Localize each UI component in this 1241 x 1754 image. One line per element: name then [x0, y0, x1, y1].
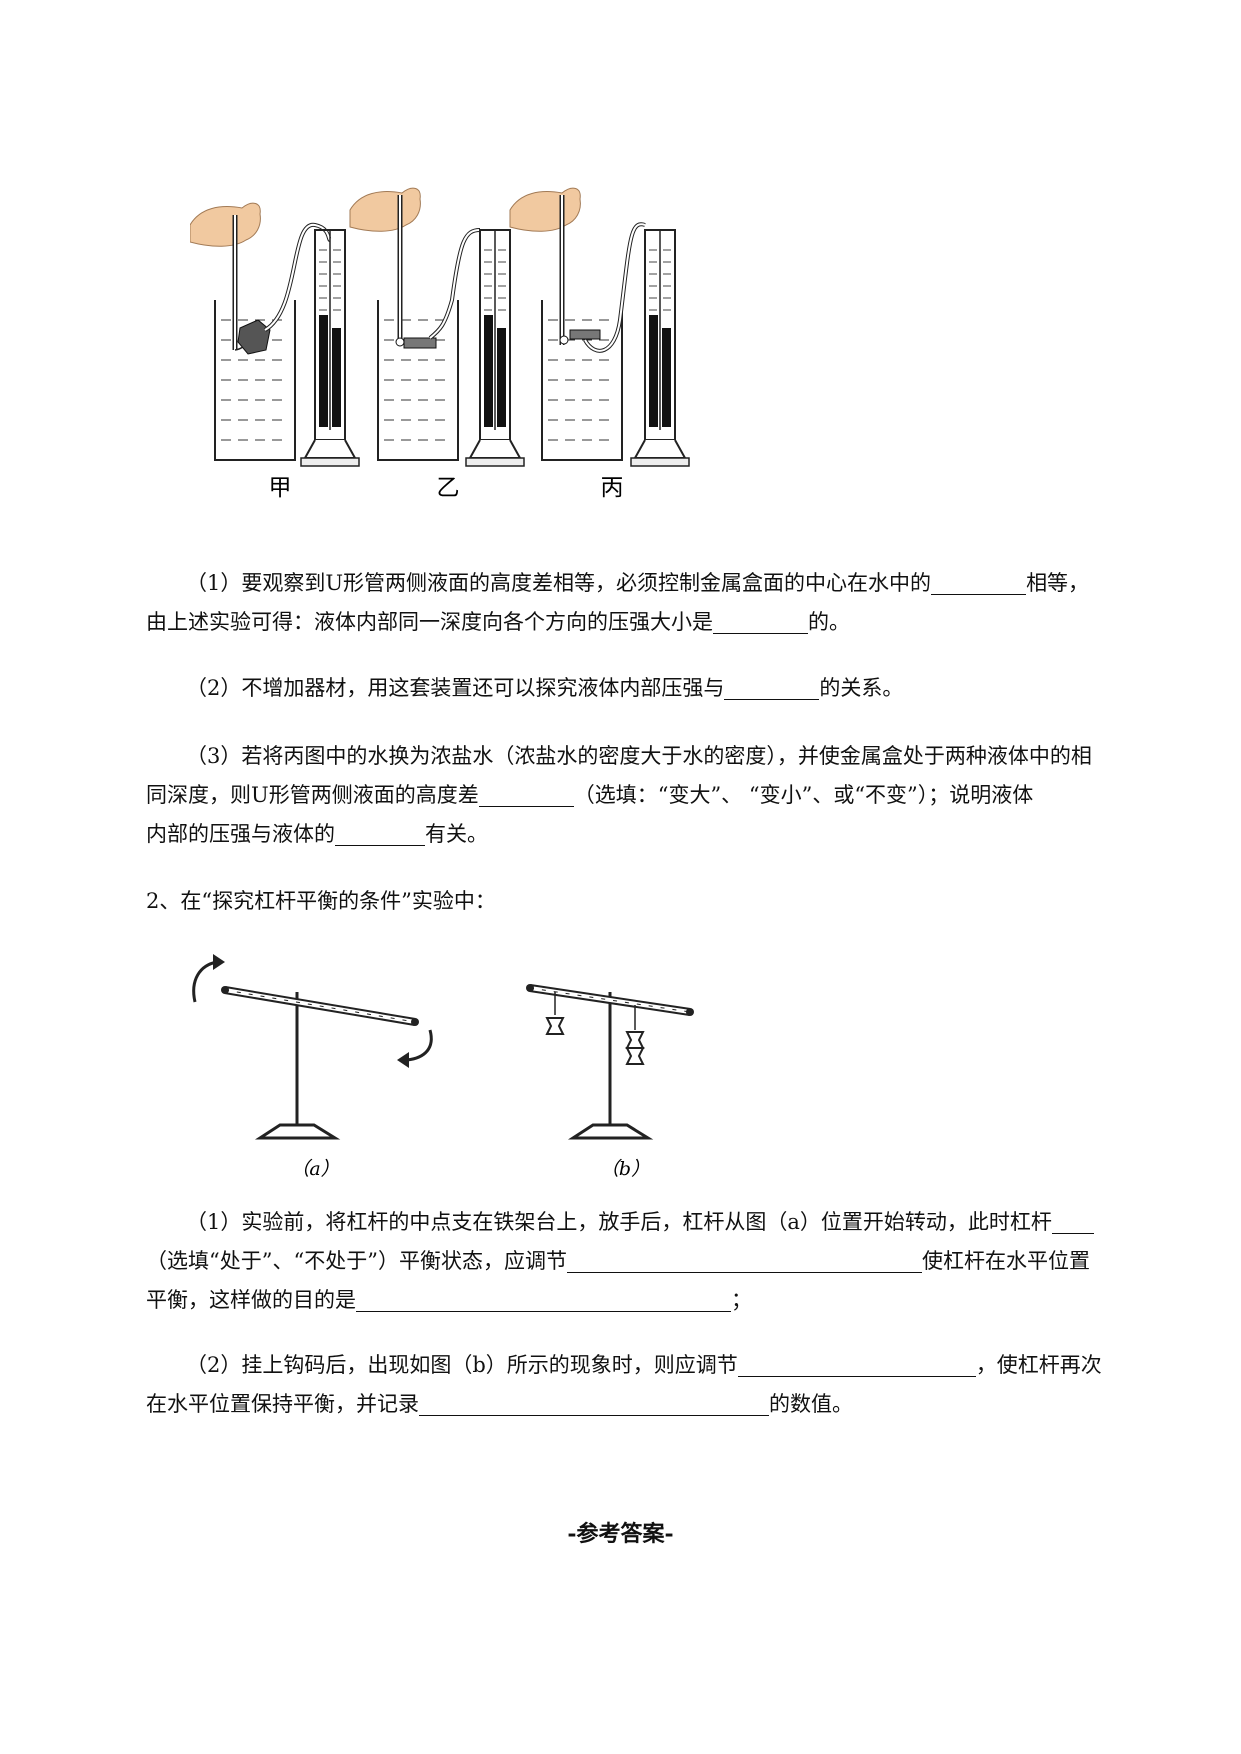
q2-part1-cont: （选填“处于”、“不处于”）平衡状态，应调节使杠杆在水平位置 [146, 1249, 1090, 1273]
lever-label-a: （a） [290, 1158, 339, 1180]
q2-part1-cont2: 平衡，这样做的目的是； [146, 1288, 752, 1312]
q1-part2: （2）不增加器材，用这套装置还可以探究液体内部压强与的关系。 [186, 676, 904, 700]
setup-bing [509, 187, 690, 467]
answer-blank[interactable] [335, 823, 425, 846]
lever-setup-b [526, 984, 694, 1140]
q1-part3-cont: 同深度，则U形管两侧液面的高度差（选填：“变大”、 “变小”、或“不变”）；说明… [146, 783, 1034, 807]
answer-blank[interactable] [566, 1250, 922, 1273]
q2-part2-cont: 在水平位置保持平衡，并记录的数值。 [146, 1392, 853, 1416]
answer-blank[interactable] [737, 1354, 976, 1377]
answer-blank[interactable] [724, 677, 820, 700]
lever-setup-a [192, 954, 433, 1140]
q1-part3: （3）若将丙图中的水换为浓盐水（浓盐水的密度大于水的密度），并使金属盒处于两种液… [186, 744, 1092, 768]
answer-blank[interactable] [931, 572, 1027, 595]
answer-blank[interactable] [356, 1289, 731, 1312]
lever-figure: （a） （b） [192, 954, 694, 1180]
figure-label-jia: 甲 [269, 475, 292, 501]
setup-jia [190, 202, 360, 467]
q1-part1-cont: 由上述实验可得：液体内部同一深度向各个方向的压强大小是的。 [146, 610, 850, 634]
q2-title: 2、在“探究杠杆平衡的条件”实验中： [146, 889, 496, 913]
answer-heading: -参考答案- [567, 1521, 674, 1547]
lever-label-b: （b） [600, 1158, 650, 1180]
q1-part3-cont2: 内部的压强与液体的有关。 [146, 822, 488, 846]
figure-label-bing: 丙 [601, 475, 624, 501]
q2-part2: （2）挂上钩码后，出现如图（b）所示的现象时，则应调节，使杠杆再次 [186, 1353, 1102, 1377]
q1-part1: （1）要观察到U形管两侧液面的高度差相等，必须控制金属盒面的中心在水中的相等， [186, 571, 1090, 595]
figure-label-yi: 乙 [437, 475, 460, 501]
answer-blank[interactable] [713, 611, 808, 634]
pressure-experiment-figure: 甲 乙 丙 [190, 187, 690, 501]
answer-blank[interactable] [478, 784, 574, 807]
answer-blank[interactable] [419, 1393, 769, 1416]
answer-blank[interactable] [1051, 1211, 1094, 1234]
q2-part1: （1）实验前，将杠杆的中点支在铁架台上，放手后，杠杆从图（a）位置开始转动，此时… [146, 1203, 1146, 1242]
setup-yi [349, 187, 525, 467]
